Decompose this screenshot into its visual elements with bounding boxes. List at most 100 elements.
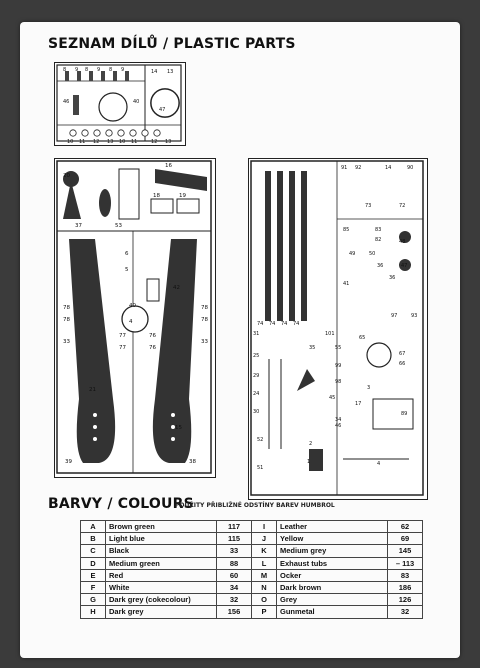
part-number-label: 47: [401, 263, 407, 269]
colour-number-cell: 186: [387, 580, 423, 595]
part-number-label: 13: [165, 139, 171, 145]
part-number-label: 33: [201, 339, 208, 345]
colours-title: BARVY / COLOURS: [48, 496, 194, 512]
colour-code-cell: J: [251, 532, 277, 546]
part-number-label: 78: [63, 317, 70, 323]
colour-name-cell: Dark grey: [105, 605, 217, 619]
colour-code-cell: L: [251, 556, 277, 570]
colour-code-cell: M: [251, 568, 277, 582]
part-number-label: 16: [165, 163, 172, 169]
part-number-label: 34: [335, 417, 341, 423]
part-number-label: 24: [253, 391, 259, 397]
part-number-label: 99: [335, 363, 341, 369]
colour-name-cell: Light blue: [105, 532, 217, 546]
colour-name-cell: Ocker: [276, 568, 388, 582]
part-number-label: 67: [399, 351, 405, 357]
part-number-label: 46: [63, 99, 69, 105]
part-number-label: 8: [85, 67, 88, 73]
part-number-label: 13: [167, 69, 173, 75]
part-number-label: 74: [257, 321, 263, 327]
part-number-label: 40: [129, 303, 136, 309]
part-number-label: 48: [399, 239, 405, 245]
part-number-label: 15: [175, 425, 182, 431]
colours-note: POUŽITY PŘIBLIŽNÉ ODSTÍNY BAREV HUMBROL: [175, 502, 335, 509]
colour-number-cell: 69: [387, 532, 423, 546]
colour-code-cell: N: [251, 580, 277, 595]
part-number-label: 76: [149, 333, 156, 339]
part-number-label: 5: [125, 267, 129, 273]
colour-code-cell: D: [80, 556, 106, 570]
colour-name-cell: Leather: [276, 519, 388, 534]
part-number-label: 9: [75, 67, 78, 73]
part-number-label: 11: [79, 139, 85, 145]
part-number-label: 4: [377, 461, 380, 467]
part-number-label: 77: [119, 345, 126, 351]
part-number-label: 2: [309, 441, 312, 447]
colour-number-cell: – 113: [387, 556, 423, 570]
colour-name-cell: Gunmetal: [276, 605, 388, 619]
part-number-label: 20: [63, 173, 70, 179]
part-number-label: 50: [369, 251, 375, 257]
part-number-label: 13: [107, 139, 113, 145]
part-number-label: 77: [119, 333, 126, 339]
part-number-label: 17: [355, 401, 361, 407]
part-number-label: 66: [399, 361, 405, 367]
part-number-label: 93: [411, 313, 417, 319]
part-number-label: 9: [121, 67, 124, 73]
colour-code-cell: E: [80, 568, 106, 582]
colour-number-cell: 156: [216, 605, 252, 619]
colour-name-cell: Dark grey (cokecolour): [105, 593, 217, 607]
colour-number-cell: 145: [387, 544, 423, 558]
colour-code-cell: B: [80, 532, 106, 546]
part-number-label: 91: [341, 165, 347, 171]
part-number-label: 92: [355, 165, 361, 171]
colour-code-cell: C: [80, 544, 106, 558]
part-number-label: 90: [407, 165, 413, 171]
part-number-label: 85: [343, 227, 349, 233]
part-number-label: 18: [153, 193, 160, 199]
part-number-label: 74: [281, 321, 287, 327]
colour-number-cell: 115: [216, 532, 252, 546]
part-number-label: 8: [63, 67, 66, 73]
colour-number-cell: 33: [216, 544, 252, 558]
colour-name-cell: Yellow: [276, 532, 388, 546]
colour-name-cell: Black: [105, 544, 217, 558]
part-number-label: 8: [109, 67, 112, 73]
part-number-label: 51: [257, 465, 263, 471]
colour-name-cell: Grey: [276, 593, 388, 607]
part-number-label: 73: [365, 203, 371, 209]
colour-name-cell: Dark brown: [276, 580, 388, 595]
part-number-label: 36: [377, 263, 383, 269]
part-number-label: 98: [335, 379, 341, 385]
parts-title: SEZNAM DÍLŮ / PLASTIC PARTS: [48, 36, 296, 52]
colour-number-cell: 126: [387, 593, 423, 607]
part-number-label: 37: [75, 223, 82, 229]
part-number-label: 25: [253, 353, 259, 359]
colour-code-cell: P: [251, 605, 277, 619]
part-number-label: 41: [343, 281, 349, 287]
part-number-label: 29: [253, 373, 259, 379]
colour-code-cell: O: [251, 593, 277, 607]
colour-code-cell: K: [251, 544, 277, 558]
colour-number-cell: 88: [216, 556, 252, 570]
part-number-label: 74: [293, 321, 299, 327]
colour-number-cell: 32: [387, 605, 423, 619]
part-number-label: 1: [307, 459, 310, 465]
colour-code-cell: I: [251, 519, 277, 534]
part-number-label: 10: [67, 139, 73, 145]
part-number-label: 36: [389, 275, 395, 281]
colour-code-cell: H: [80, 605, 106, 619]
part-number-label: 83: [375, 227, 381, 233]
part-number-label: 78: [201, 305, 208, 311]
colour-code-cell: G: [80, 593, 106, 607]
colour-name-cell: White: [105, 580, 217, 595]
part-number-label: 19: [179, 193, 186, 199]
part-number-label: 97: [391, 313, 397, 319]
part-number-label: 47: [159, 107, 165, 113]
